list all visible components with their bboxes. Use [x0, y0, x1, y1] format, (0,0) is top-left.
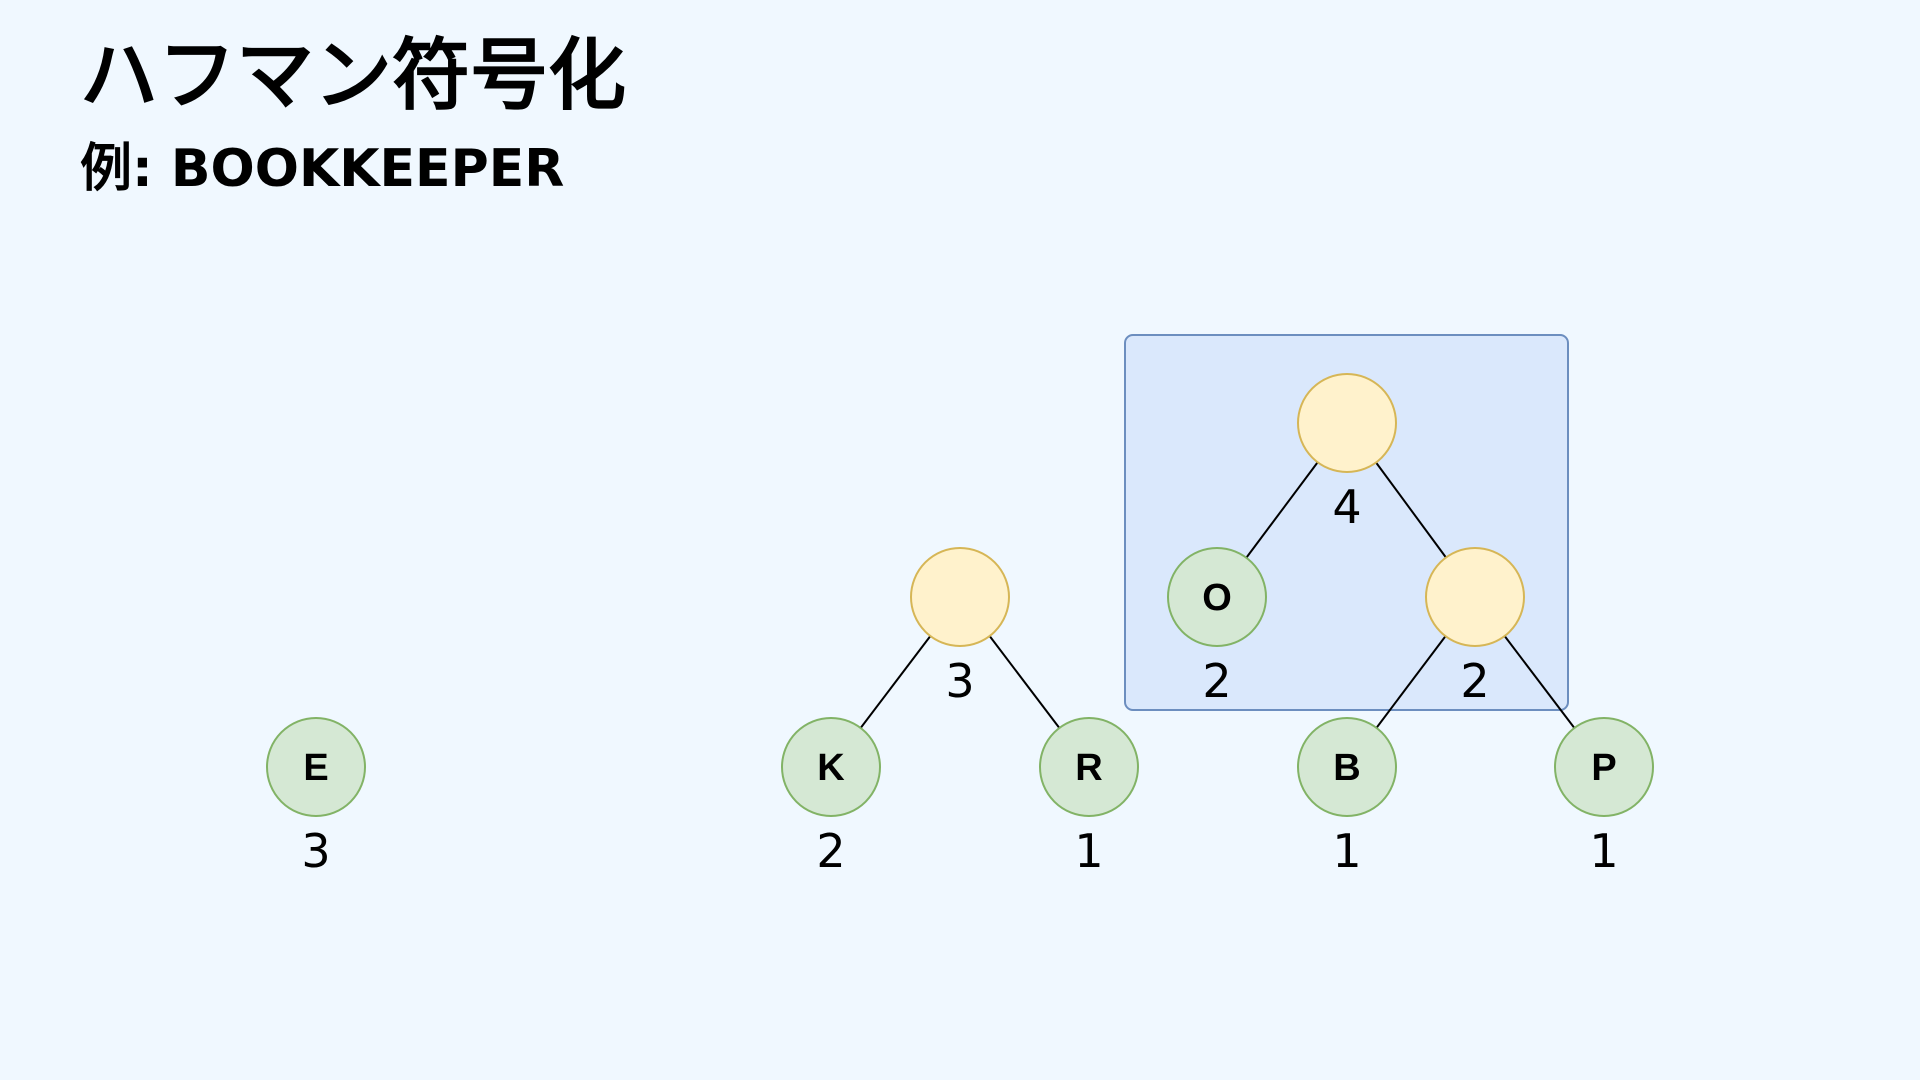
- internal-node-OBP: 4: [1297, 373, 1397, 534]
- leaf-node-K: K2: [781, 717, 881, 878]
- node-frequency: 3: [301, 824, 330, 878]
- node-circle: [1297, 717, 1397, 817]
- node-letter: O: [1202, 577, 1232, 619]
- node-circle: [1039, 717, 1139, 817]
- internal-node-BP: 2: [1425, 547, 1525, 708]
- node-letter: E: [303, 747, 328, 789]
- node-circle: [1554, 717, 1654, 817]
- node-circle: [1297, 373, 1397, 473]
- node-letter: P: [1591, 747, 1616, 789]
- edge-BP-P: [1503, 635, 1576, 729]
- node-circle: [781, 717, 881, 817]
- edge-BP-B: [1375, 635, 1447, 729]
- node-circle: [266, 717, 366, 817]
- page-title: ハフマン符号化: [80, 31, 627, 121]
- edge-OBP-O: [1245, 461, 1319, 559]
- leaf-node-B: B1: [1297, 717, 1397, 878]
- node-frequency: 1: [1074, 824, 1103, 878]
- leaf-node-E: E3: [266, 717, 366, 878]
- node-circle: [910, 547, 1010, 647]
- node-circle: [1167, 547, 1267, 647]
- leaf-node-P: P1: [1554, 717, 1654, 878]
- edge-KR-R: [988, 635, 1061, 729]
- leaf-node-R: R1: [1039, 717, 1139, 878]
- node-letter: B: [1333, 747, 1360, 789]
- page-subtitle: 例: BOOKKEEPER: [80, 139, 565, 199]
- node-frequency: 4: [1332, 480, 1361, 534]
- edge-KR-K: [859, 635, 932, 729]
- edge-OBP-BP: [1375, 461, 1447, 559]
- node-frequency: 3: [945, 654, 974, 708]
- node-letter: K: [817, 747, 845, 789]
- node-frequency: 2: [816, 824, 845, 878]
- node-frequency: 2: [1460, 654, 1489, 708]
- node-letter: R: [1075, 747, 1102, 789]
- node-frequency: 1: [1332, 824, 1361, 878]
- node-circle: [1425, 547, 1525, 647]
- node-frequency: 1: [1589, 824, 1618, 878]
- leaf-node-O: O2: [1167, 547, 1267, 708]
- node-frequency: 2: [1202, 654, 1231, 708]
- internal-node-KR: 3: [910, 547, 1010, 708]
